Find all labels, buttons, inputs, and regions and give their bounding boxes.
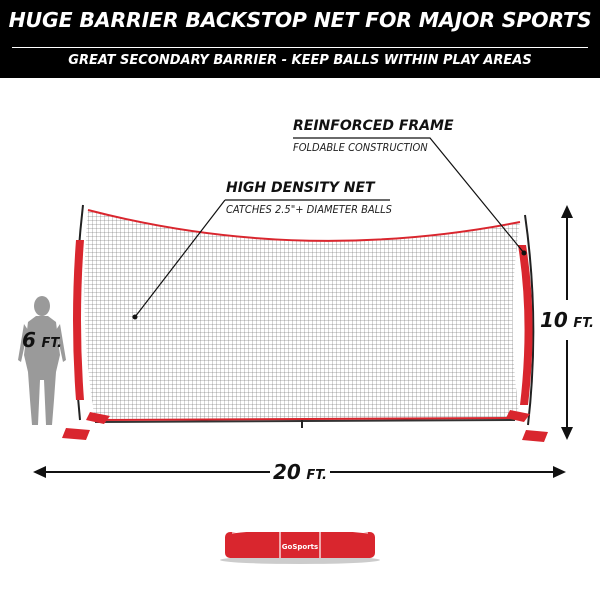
banner-subtitle: GREAT SECONDARY BARRIER - KEEP BALLS WIT…	[68, 53, 532, 68]
net-mesh	[84, 210, 520, 420]
net-callout-line	[134, 199, 390, 318]
callout-net-subtitle: CATCHES 2.5"+ DIAMETER BALLS	[226, 203, 392, 216]
width-dimension-arrow	[33, 466, 566, 478]
left-sleeve	[73, 240, 84, 400]
carry-bag-icon: GoSports	[220, 528, 380, 564]
net-height-label: 10 FT.	[540, 308, 594, 332]
callout-frame-title: REINFORCED FRAME	[293, 118, 454, 134]
right-sleeve	[518, 245, 533, 405]
banner-title: HUGE BARRIER BACKSTOP NET FOR MAJOR SPOR…	[8, 8, 592, 32]
person-height-label: 6 FT.	[22, 328, 62, 352]
callout-net-title: HIGH DENSITY NET	[226, 180, 375, 196]
height-dimension-arrow	[561, 205, 573, 440]
person-silhouette-icon	[18, 296, 66, 425]
banner-divider	[12, 47, 588, 48]
callout-frame-subtitle: FOLDABLE CONSTRUCTION	[293, 141, 428, 154]
sandbags	[62, 410, 548, 442]
net-width-label: 20 FT.	[273, 460, 327, 484]
svg-text:GoSports: GoSports	[282, 543, 318, 551]
header-banner: HUGE BARRIER BACKSTOP NET FOR MAJOR SPOR…	[0, 0, 600, 78]
frame-callout-line	[293, 137, 525, 254]
